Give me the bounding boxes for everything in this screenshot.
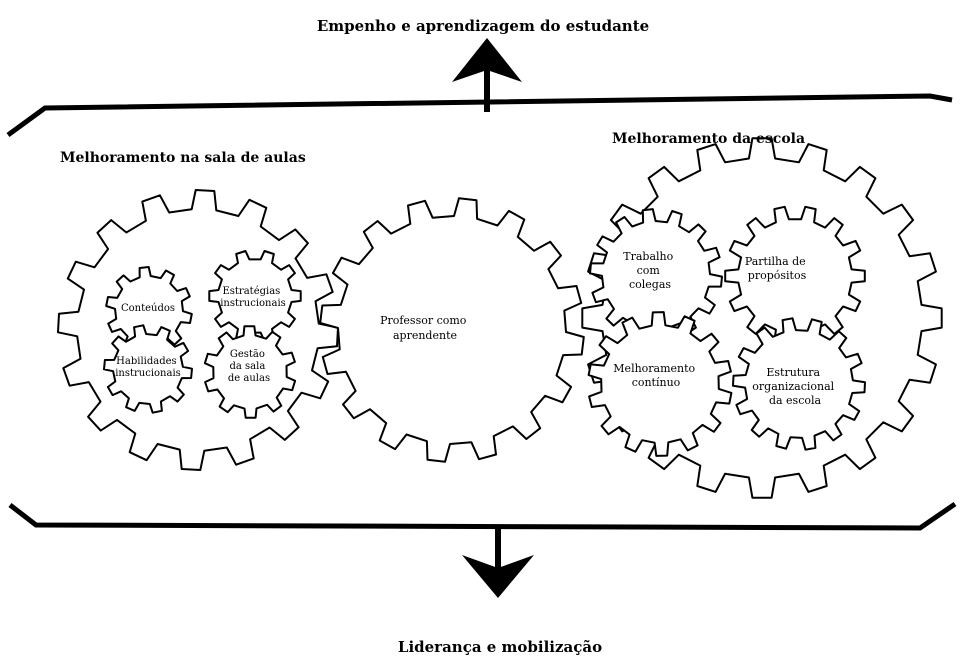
frame-top-line — [6, 93, 953, 138]
estrutura-label: Estrutura organizacional da escola — [752, 366, 837, 407]
gestao-gear — [203, 325, 297, 419]
teacher-gear — [319, 197, 585, 463]
teacher-gear-label: Professor como aprendente — [380, 314, 470, 342]
classroom-big-gear — [57, 189, 339, 471]
gestao-label: Gestão da sala de aulas — [228, 349, 270, 384]
melhoramento-label: Melhoramento contínuo — [613, 362, 698, 389]
melhoramento-gear — [587, 311, 733, 457]
frame-bottom-line — [8, 501, 957, 531]
habilidades-label: Habilidades instrucionais — [115, 356, 181, 379]
top-arrow-head — [452, 38, 522, 82]
habilidades-gear — [103, 324, 193, 414]
partilha-label: Partilha de propósitos — [745, 255, 809, 282]
estrategias-label: Estratégias instrucionais — [220, 286, 286, 309]
trabalho-gear — [589, 208, 723, 342]
partilha-gear — [724, 205, 866, 347]
estrutura-gear — [732, 317, 866, 451]
conteudos-label: Conteúdos — [121, 303, 175, 314]
bottom-arrow-head — [462, 555, 534, 598]
left-section-title: Melhoramento na sala de aulas — [60, 150, 306, 166]
trabalho-label: Trabalho com colegas — [623, 250, 676, 291]
right-section-title: Melhoramento da escola — [612, 131, 805, 147]
top-label: Empenho e aprendizagem do estudante — [317, 17, 649, 35]
bottom-label: Liderança e mobilização — [398, 638, 602, 656]
estrategias-gear — [208, 250, 302, 342]
